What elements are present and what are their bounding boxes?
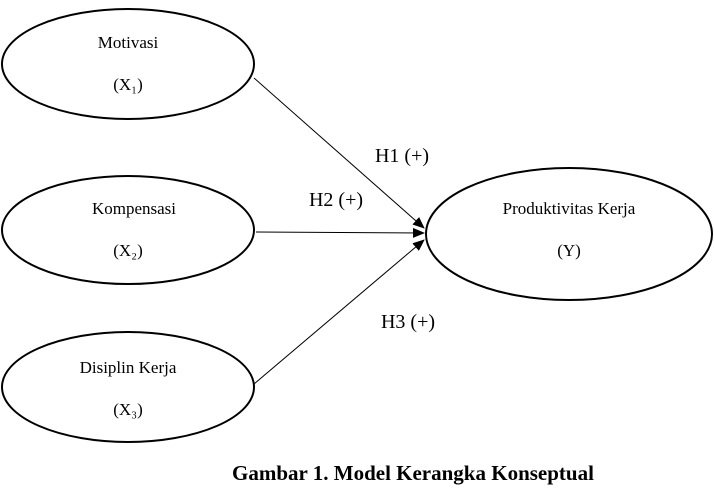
- edge-h1-label: H1 (+): [375, 145, 429, 167]
- edge-h2-arrow: [255, 227, 425, 238]
- node-kompensasi-name: Kompensasi: [92, 199, 176, 218]
- edge-h2-label: H2 (+): [309, 189, 363, 211]
- node-motivasi-name: Motivasi: [98, 33, 159, 52]
- edge-h1-arrow: [253, 77, 425, 229]
- node-produktivitas-kerja-name: Produktivitas Kerja: [503, 199, 636, 218]
- node-motivasi-symbol: (X₁): [113, 75, 143, 94]
- node-kompensasi-symbol: (X₂): [113, 241, 143, 260]
- edge-h3-label: H3 (+): [381, 311, 435, 333]
- node-motivasi: Motivasi (X₁): [1, 8, 255, 120]
- node-kompensasi: Kompensasi (X₂): [1, 175, 255, 285]
- node-disiplin-kerja: Disiplin Kerja (X₃): [1, 331, 255, 443]
- node-disiplin-kerja-symbol: (X₃): [113, 400, 143, 419]
- node-disiplin-kerja-name: Disiplin Kerja: [80, 358, 177, 377]
- node-produktivitas-kerja: Produktivitas Kerja (Y): [425, 167, 713, 301]
- figure-caption: Gambar 1. Model Kerangka Konseptual: [232, 461, 594, 485]
- edge-h3-arrow: [253, 239, 425, 385]
- node-produktivitas-kerja-symbol: (Y): [557, 241, 581, 260]
